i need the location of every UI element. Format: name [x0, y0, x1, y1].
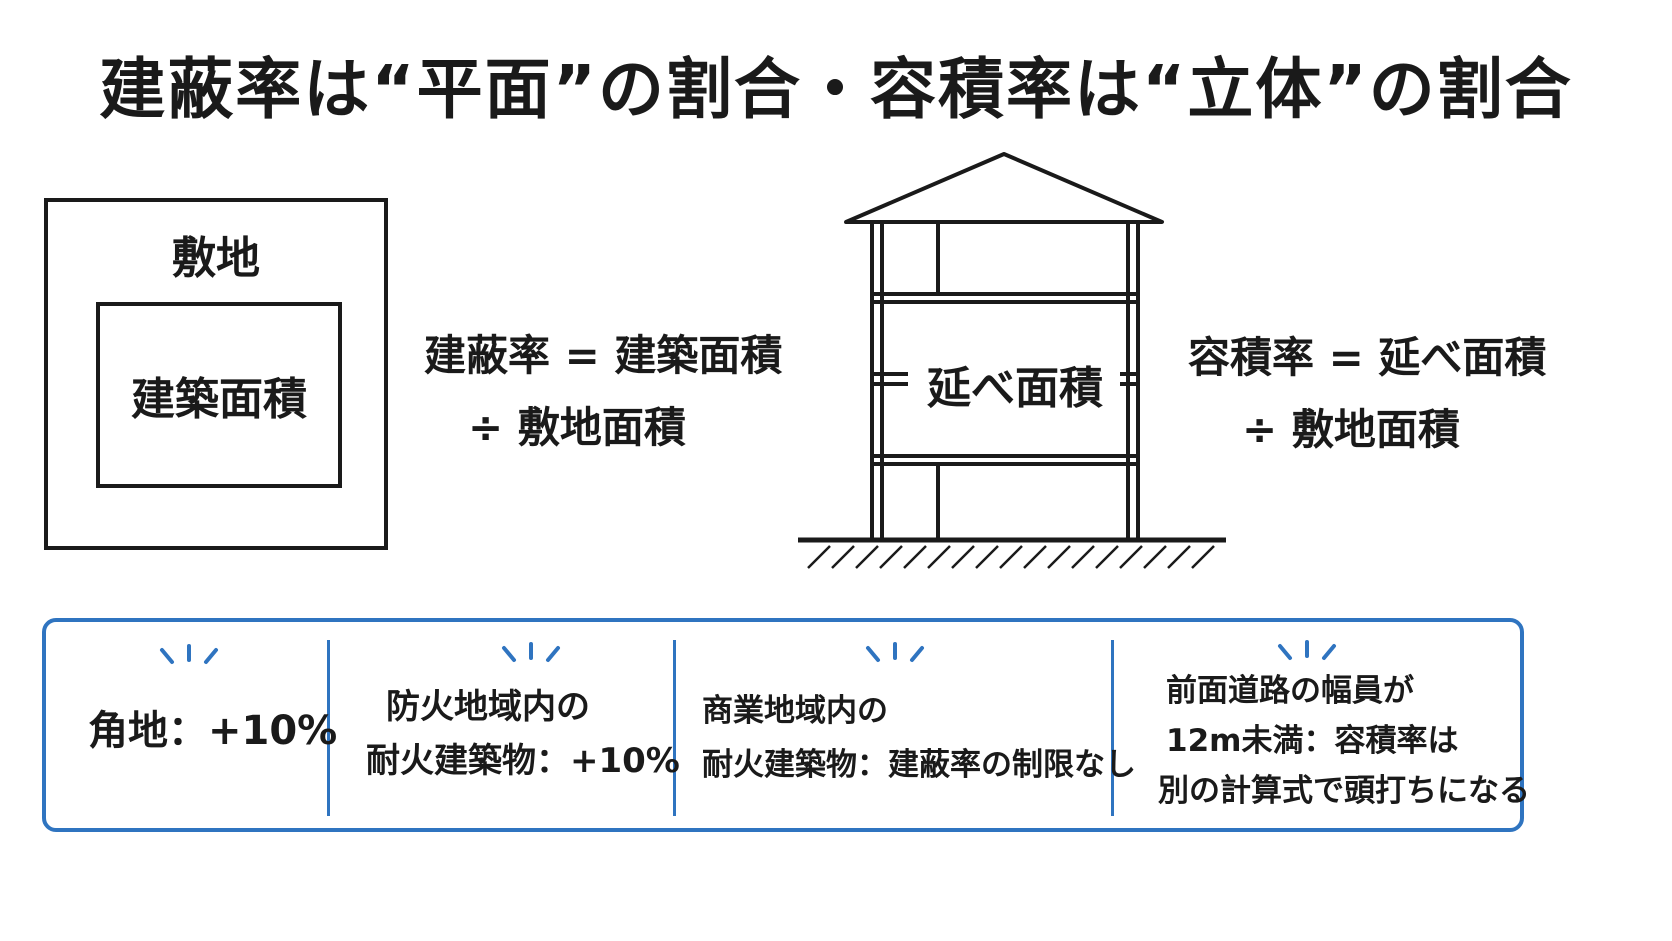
panel-divider: [673, 640, 676, 816]
far-formula-line2: ÷ 敷地面積: [1242, 405, 1460, 454]
sparkle-icon: [160, 644, 218, 664]
page-title: 建蔽率は“平面”の割合・容積率は“立体”の割合: [99, 51, 1573, 128]
building-footprint-label: 建築面積: [131, 374, 307, 425]
exceptions-panel: [42, 618, 1524, 832]
ground-hatch: [807, 545, 1215, 569]
note-commercial-zone: 商業地域内の 耐火建築物：建蔽率の制限なし: [702, 693, 1136, 783]
sparkle-icon: [1278, 640, 1336, 660]
lot-outline: [44, 198, 388, 550]
building-footprint: 建築面積: [96, 302, 342, 488]
note-corner-lot: 角地：+10%: [88, 708, 338, 754]
building-section-drawing: [798, 152, 1226, 569]
panel-divider: [1111, 640, 1114, 816]
lot-label: 敷地: [172, 233, 260, 284]
total-floor-area-label: 延べ面積: [910, 352, 1120, 416]
note-road-width: 前面道路の幅員が 12m未満：容積率は 別の計算式で頭打ちになる: [1158, 673, 1530, 809]
roof: [844, 152, 1164, 224]
coverage-ratio-formula: 建蔽率 = 建築面積 ÷ 敷地面積: [424, 320, 782, 464]
floor-area-ratio-formula: 容積率 = 延べ面積 ÷ 敷地面積: [1188, 322, 1546, 466]
coverage-formula-line2: ÷ 敷地面積: [468, 403, 686, 452]
sparkle-icon: [502, 642, 560, 662]
far-formula-line1: 容積率 = 延べ面積: [1188, 333, 1547, 382]
coverage-formula-line1: 建蔽率 = 建築面積: [424, 331, 783, 380]
panel-divider: [327, 640, 330, 816]
note-fire-zone: 防火地域内の 耐火建築物：+10%: [366, 687, 680, 781]
sparkle-icon: [866, 642, 924, 662]
